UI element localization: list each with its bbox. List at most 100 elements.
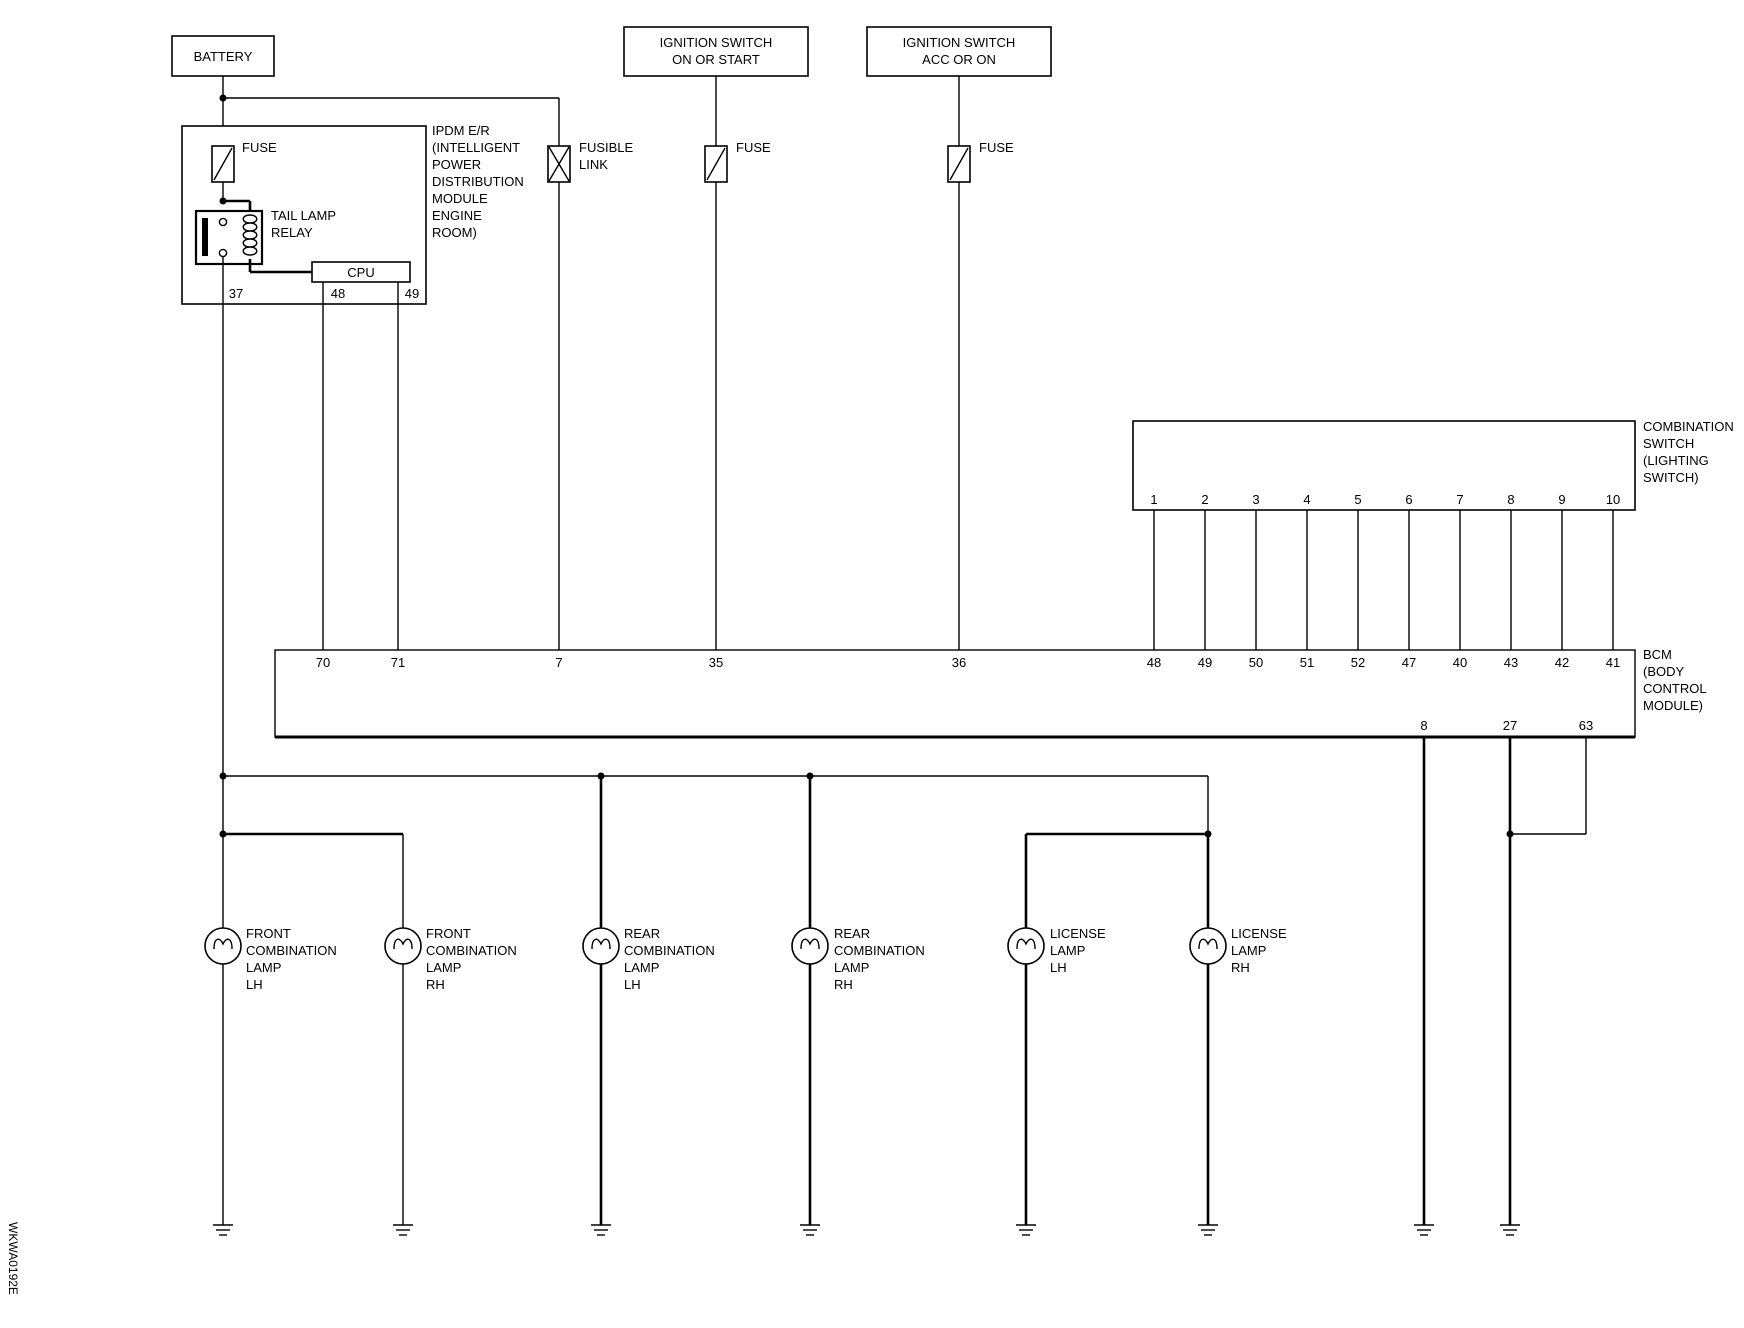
comb-switch-pin-1: 1: [1150, 492, 1157, 507]
ipdm-label-line7: ROOM): [432, 225, 477, 240]
bcm-pin-47: 47: [1402, 655, 1416, 670]
lamp-rear-rh-line3: LAMP: [834, 960, 869, 975]
comb-switch-pin-2: 2: [1201, 492, 1208, 507]
battery-wires: [219, 76, 560, 146]
bcm-pin-48: 48: [1147, 655, 1161, 670]
bcm-label-line4: MODULE): [1643, 698, 1703, 713]
combination-switch-label: COMBINATION SWITCH (LIGHTING SWITCH): [1643, 419, 1734, 485]
ipdm-pin-37: 37: [229, 286, 243, 301]
lamp-front-lh-line2: COMBINATION: [246, 943, 337, 958]
ground-bcm-8: [1414, 1224, 1434, 1236]
comb-switch-pin-9: 9: [1558, 492, 1565, 507]
lamp-front-rh-line3: LAMP: [426, 960, 461, 975]
bcm-pin-41: 41: [1606, 655, 1620, 670]
tail-lamp-relay-symbol: [194, 209, 264, 266]
battery-box: BATTERY: [171, 35, 275, 77]
comb-switch-pin-3: 3: [1252, 492, 1259, 507]
comb-switch-label-line1: COMBINATION: [1643, 419, 1734, 434]
lamp-front-rh: FRONT COMBINATION LAMP RH: [384, 926, 517, 992]
bcm-pin-71: 71: [391, 655, 405, 670]
lamp-front-rh-line4: RH: [426, 977, 445, 992]
ign-fuse-2-symbol: [947, 145, 971, 183]
bcm-pin-50: 50: [1249, 655, 1263, 670]
ground-rear-lh: [591, 1224, 611, 1236]
ipdm-fuse-symbol: [211, 145, 235, 183]
comb-switch-label-line3: (LIGHTING: [1643, 453, 1709, 468]
bcm-label: BCM (BODY CONTROL MODULE): [1643, 647, 1707, 713]
ign-acc-on-line1: IGNITION SWITCH: [903, 35, 1016, 50]
combination-switch: 1 2 3 4 5 6 7 8 9 10: [1132, 420, 1636, 511]
ground-front-lh: [213, 1224, 233, 1236]
bcm-pin-49: 49: [1198, 655, 1212, 670]
bcm-pin-35: 35: [709, 655, 723, 670]
ipdm-label-line4: DISTRIBUTION: [432, 174, 524, 189]
bcm-label-line3: CONTROL: [1643, 681, 1707, 696]
lamp-rear-lh-line2: COMBINATION: [624, 943, 715, 958]
comb-switch-pin-4: 4: [1303, 492, 1310, 507]
lamp-rear-lh-line3: LAMP: [624, 960, 659, 975]
comb-switch-label-line4: SWITCH): [1643, 470, 1699, 485]
lamp-rear-lh-line4: LH: [624, 977, 641, 992]
lamp-rear-rh: REAR COMBINATION LAMP RH: [791, 926, 925, 992]
lamp-rear-rh-line4: RH: [834, 977, 853, 992]
ignition-switch-acc-on-box: IGNITION SWITCH ACC OR ON: [866, 26, 1052, 77]
bcm-module: 70 71 7 35 36 48 49 50 51 52 47 40 43 42…: [274, 649, 1636, 739]
lamp-rear-rh-line1: REAR: [834, 926, 870, 941]
diagram-code: WKWA0192E: [6, 1222, 20, 1295]
ipdm-pin-48: 48: [331, 286, 345, 301]
fusible-link-symbol: [547, 145, 571, 183]
bcm-label-line2: (BODY: [1643, 664, 1685, 679]
bcm-ground-wires: [1422, 737, 1587, 1225]
lamp-front-rh-line2: COMBINATION: [426, 943, 517, 958]
bcm-pin-40: 40: [1453, 655, 1467, 670]
ipdm-pin-49: 49: [405, 286, 419, 301]
ground-front-rh: [393, 1224, 413, 1236]
lamp-license-rh-line3: RH: [1231, 960, 1250, 975]
bcm-pin-51: 51: [1300, 655, 1314, 670]
lamp-license-rh: LICENSE LAMP RH: [1189, 926, 1287, 975]
ign-on-start-line2: ON OR START: [672, 52, 760, 67]
bcm-pin-27: 27: [1503, 718, 1517, 733]
lamp-license-lh-line1: LICENSE: [1050, 926, 1106, 941]
ground-bcm-27: [1500, 1224, 1520, 1236]
bcm-pin-36: 36: [952, 655, 966, 670]
comb-switch-pin-8: 8: [1507, 492, 1514, 507]
lamp-front-lh-line1: FRONT: [246, 926, 291, 941]
comb-switch-pin-10: 10: [1606, 492, 1620, 507]
bcm-pin-7: 7: [555, 655, 562, 670]
ign-on-start-line1: IGNITION SWITCH: [660, 35, 773, 50]
lamp-license-rh-line1: LICENSE: [1231, 926, 1287, 941]
cpu-label: CPU: [347, 265, 374, 280]
lamp-front-lh-line3: LAMP: [246, 960, 281, 975]
tail-lamp-feed-wires: [219, 304, 1212, 1225]
comb-switch-label-line2: SWITCH: [1643, 436, 1694, 451]
lamp-license-lh-line2: LAMP: [1050, 943, 1085, 958]
lamp-rear-rh-line2: COMBINATION: [834, 943, 925, 958]
battery-label: BATTERY: [194, 49, 253, 64]
comb-switch-pin-5: 5: [1354, 492, 1361, 507]
comb-switch-to-bcm-wires: [1153, 510, 1614, 650]
ignition-switch-on-start-box: IGNITION SWITCH ON OR START: [623, 26, 809, 77]
lamp-front-rh-line1: FRONT: [426, 926, 471, 941]
ign-fuse-1-label: FUSE: [736, 140, 771, 155]
relay-label-line1: TAIL LAMP: [271, 208, 336, 223]
lamp-license-lh-line3: LH: [1050, 960, 1067, 975]
ground-license-rh: [1198, 1224, 1218, 1236]
ign-acc-on-line2: ACC OR ON: [922, 52, 996, 67]
ipdm-label-line6: ENGINE: [432, 208, 482, 223]
ground-license-lh: [1016, 1224, 1036, 1236]
ground-rear-rh: [800, 1224, 820, 1236]
ign-fuse-2-label: FUSE: [979, 140, 1014, 155]
comb-switch-pin-6: 6: [1405, 492, 1412, 507]
fusible-link-label-line1: FUSIBLE: [579, 140, 634, 155]
bcm-pin-70: 70: [316, 655, 330, 670]
bcm-pin-43: 43: [1504, 655, 1518, 670]
ipdm-label-line2: (INTELLIGENT: [432, 140, 520, 155]
ipdm-label-line5: MODULE: [432, 191, 488, 206]
bcm-pin-52: 52: [1351, 655, 1365, 670]
ipdm-label-line3: POWER: [432, 157, 481, 172]
ipdm-label-line1: IPDM E/R: [432, 123, 490, 138]
ign-fuse-1-symbol: [704, 145, 728, 183]
ipdm-fuse-label: FUSE: [242, 140, 277, 155]
